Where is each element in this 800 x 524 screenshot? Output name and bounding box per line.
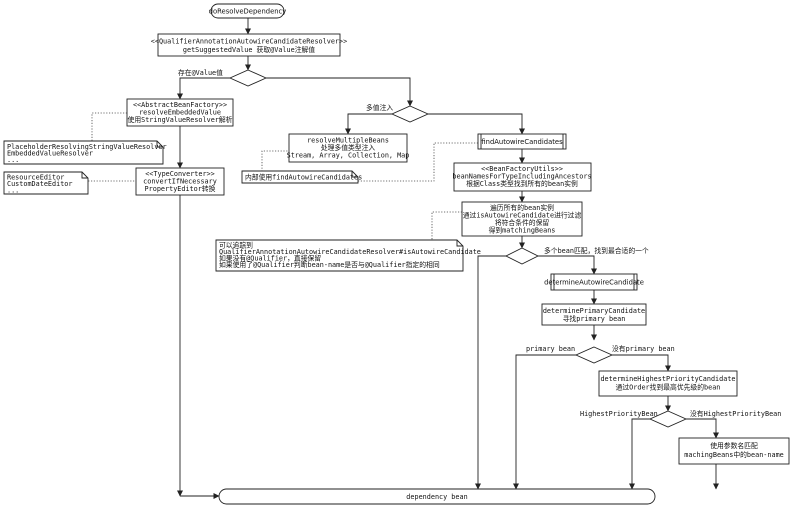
determine-primary-line2: 寻找primary bean xyxy=(563,314,626,323)
end-node: dependency bean xyxy=(218,488,656,505)
fallback-match-node: 使用参数名匹配 machingBeans中的bean-name xyxy=(678,437,790,465)
decision-highest xyxy=(648,410,688,428)
bean-names-for-type-node: <<BeanFactoryUtils>> beanNamesForTypeInc… xyxy=(452,162,592,192)
note-editors-line1: ResourceEditor xyxy=(7,174,64,182)
note-editors-line2: CustomDateEditor xyxy=(7,180,72,188)
traverse-beans-node: 遍历所有的bean实例 通过isAutowireCandidate进行过滤 将符… xyxy=(461,201,583,237)
determine-highest-priority-node: determineHighestPriorityCandidate 通过Orde… xyxy=(598,370,738,397)
determine-highest-line1: determineHighestPriorityCandidate xyxy=(600,375,735,383)
decision-primary xyxy=(574,346,614,364)
determine-primary-line1: determinePrimaryCandidate xyxy=(543,307,645,315)
note-placeholder-line2: EmbeddedValueResolver xyxy=(7,150,93,158)
traverse-line3: 将符合条件的保留 xyxy=(495,218,550,227)
resolve-multiple-beans-node: resolveMultipleBeans 处理多值类型注入 Stream, Ar… xyxy=(287,133,410,163)
resolve-multiple-beans-line3: Stream, Array, Collection, Map xyxy=(287,152,410,160)
branch-value-exists-label: 存在@Value值 xyxy=(178,68,223,77)
note-trace: 可以追踪到 QualifierAnnotationAutowireCandida… xyxy=(215,239,481,272)
branch-no-primary-label: 没有primary bean xyxy=(612,344,675,353)
resolve-multiple-beans-line2: 处理多值类型注入 xyxy=(321,143,376,152)
traverse-line2: 通过isAutowireCandidate进行过滤 xyxy=(463,211,582,220)
note-internal: 内部使用findAutowireCandidates xyxy=(241,170,362,184)
find-autowire-candidates-node: findAutowireCandidates xyxy=(477,133,567,150)
note-trace-line2: QualifierAnnotationAutowireCandidateReso… xyxy=(219,248,481,256)
resolve-embedded-value-line1: <<AbstractBeanFactory>> xyxy=(133,101,227,109)
traverse-line1: 遍历所有的bean实例 xyxy=(490,203,554,212)
get-suggested-value-node: <<QualifierAnnotationAutowireCandidateRe… xyxy=(151,33,347,57)
traverse-line4: 得到matchingBeans xyxy=(489,226,556,235)
find-autowire-candidates-label: findAutowireCandidates xyxy=(481,138,563,146)
fallback-match-line1: 使用参数名匹配 xyxy=(710,441,758,450)
decision-multi-match xyxy=(504,247,540,265)
note-trace-line4: 如果使用了@Qualifier判断bean-name是否与@Qualifier指… xyxy=(219,260,440,269)
resolve-embedded-value-line3: 使用StringValueResolver解析 xyxy=(128,115,233,124)
note-editors: ResourceEditor CustomDateEditor ... xyxy=(3,171,89,195)
get-suggested-value-line2: getSuggestedValue 获取@Value注解值 xyxy=(183,45,315,54)
connectors xyxy=(177,18,719,499)
determine-autowire-candidate-node: determineAutowireCandidate xyxy=(544,273,644,291)
bean-names-for-type-line1: <<BeanFactoryUtils>> xyxy=(481,165,563,173)
branch-highest-label: HighestPriorityBean xyxy=(580,410,658,418)
note-trace-line1: 可以追踪到 xyxy=(219,241,253,250)
branch-multi-inject-label: 多值注入 xyxy=(366,103,393,112)
determine-autowire-candidate-label: determineAutowireCandidate xyxy=(544,279,644,287)
determine-highest-line2: 通过Order找到最高优先级的bean xyxy=(616,383,721,392)
convert-if-necessary-line2: convertIfNecessary xyxy=(143,178,217,186)
note-internal-text: 内部使用findAutowireCandidates xyxy=(245,173,362,182)
branch-no-highest-label: 没有HighestPriorityBean xyxy=(690,409,781,418)
bean-names-for-type-line3: 根据Class类型找到所有的bean实例 xyxy=(466,179,578,188)
note-placeholder-line1: PlaceholderResolvingStringValueResolver xyxy=(7,143,167,151)
end-label: dependency bean xyxy=(406,493,467,501)
resolve-embedded-value-line2: resolveEmbeddedValue xyxy=(139,109,221,117)
bean-names-for-type-line2: beanNamesForTypeIncludingAncestors xyxy=(452,173,591,181)
note-placeholder-line3: ... xyxy=(7,156,19,164)
fallback-match-line2: machingBeans中的bean-name xyxy=(684,450,784,459)
note-placeholder: PlaceholderResolvingStringValueResolver … xyxy=(3,140,167,165)
resolve-embedded-value-node: <<AbstractBeanFactory>> resolveEmbeddedV… xyxy=(126,98,234,127)
convert-if-necessary-line3: PropertyEditor转换 xyxy=(145,184,216,193)
get-suggested-value-line1: <<QualifierAnnotationAutowireCandidateRe… xyxy=(151,38,347,46)
decision-value-exists xyxy=(228,69,268,87)
convert-if-necessary-node: <<TypeConverter>> convertIfNecessary Pro… xyxy=(135,167,225,196)
start-label: doResolveDependency xyxy=(209,8,287,16)
note-connectors xyxy=(88,112,478,240)
note-trace-line3: 如果没有@Qualifier，直接保留 xyxy=(219,254,321,263)
start-node: doResolveDependency xyxy=(209,3,287,19)
decision-multi-inject xyxy=(390,105,430,123)
note-editors-line3: ... xyxy=(7,187,19,195)
branch-multi-match-label: 多个bean匹配，找到最合适的一个 xyxy=(544,246,649,255)
resolve-multiple-beans-line1: resolveMultipleBeans xyxy=(307,137,389,145)
branch-primary-label: primary bean xyxy=(526,345,575,353)
convert-if-necessary-line1: <<TypeConverter>> xyxy=(145,170,215,178)
determine-primary-candidate-node: determinePrimaryCandidate 寻找primary bean xyxy=(541,303,647,326)
